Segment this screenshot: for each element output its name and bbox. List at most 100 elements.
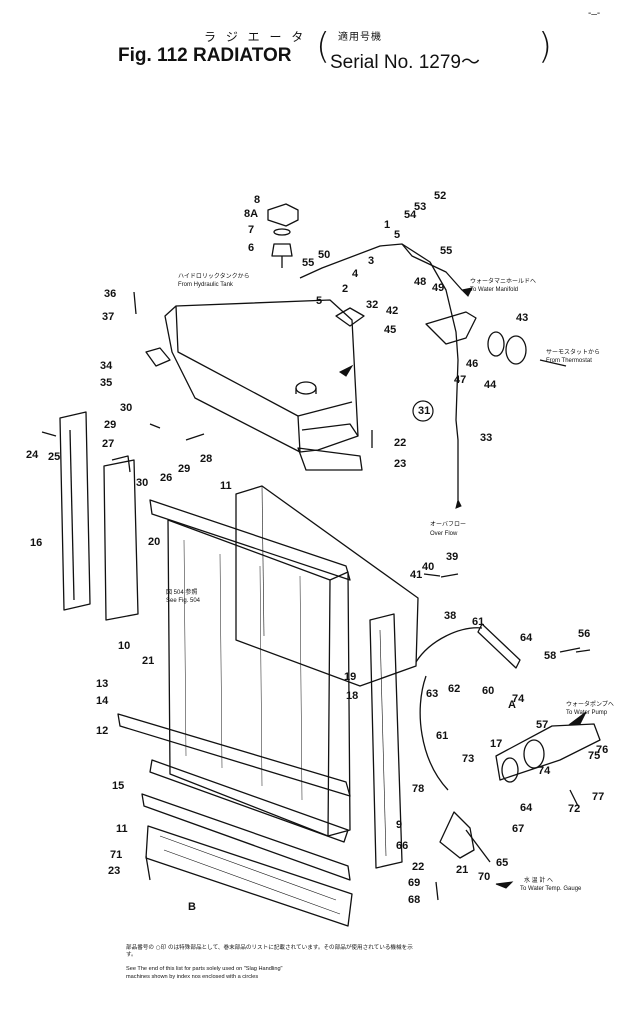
callout-66: 66 (396, 840, 408, 852)
callout-12: 12 (96, 725, 108, 737)
callout-4: 4 (352, 268, 359, 280)
callout-23: 23 (394, 458, 406, 470)
note-gauge-en: To Water Temp. Gauge (520, 886, 582, 892)
callout-65: 65 (496, 857, 508, 869)
callout-72: 72 (568, 803, 580, 815)
callout-45: 45 (384, 324, 396, 336)
callout-31: 31 (418, 405, 430, 417)
close-paren: ) (538, 26, 553, 67)
callout-26: 26 (160, 472, 172, 484)
callout-15: 15 (112, 780, 124, 792)
callout-21: 21 (142, 655, 154, 667)
callout-22: 22 (394, 437, 406, 449)
callout-34: 34 (100, 360, 113, 372)
note-manifold-jp: ウォータマニホールドへ (470, 277, 536, 285)
callout-14: 14 (96, 695, 109, 707)
callout-50: 50 (318, 249, 330, 261)
serial-japanese: 適用号機 (338, 32, 382, 43)
callout-61: 61 (436, 730, 448, 742)
callout-73: 73 (462, 753, 474, 765)
callout-54: 54 (404, 209, 417, 221)
note-manifold-en: To Water Manifold (470, 287, 518, 293)
callout-44: 44 (484, 379, 497, 391)
note-hydraulic-en: From Hydraulic Tank (178, 282, 234, 288)
footnote-english-2: machines shown by index nos enclosed wit… (126, 974, 259, 980)
callout-48: 48 (414, 276, 426, 288)
callout-2: 2 (342, 283, 348, 295)
note-thermostat-jp: サーモスタットから (546, 348, 600, 356)
callout-62: 62 (448, 683, 460, 695)
upper-hose (335, 307, 567, 367)
callout-47: 47 (454, 374, 466, 386)
callout-76: 76 (596, 744, 608, 756)
callout-37: 37 (102, 311, 114, 323)
footnote-japanese: 部品番号の ○印 のは特殊部品として、巻末部品のリストに記載されています。その部… (126, 945, 413, 958)
callout-36: 36 (104, 288, 116, 300)
callout-8A: 8A (244, 208, 258, 220)
callout-33: 33 (480, 432, 492, 444)
bottom-frames (117, 713, 353, 927)
callout-30: 30 (120, 402, 132, 414)
callout-21: 21 (456, 864, 468, 876)
callout-38: 38 (444, 610, 456, 622)
callout-19: 19 (344, 671, 356, 683)
lower-hose (415, 623, 601, 863)
note-hydraulic-jp: ハイドロリックタンクから (178, 272, 250, 280)
callout-1: 1 (384, 219, 390, 231)
callout-56: 56 (578, 628, 590, 640)
callout-41: 41 (410, 569, 422, 581)
callout-13: 13 (96, 678, 108, 690)
figure-title: Fig. 112 RADIATOR (118, 45, 292, 66)
callout-8: 8 (254, 194, 260, 206)
note-pump-jp: ウォータポンプへ (566, 700, 614, 708)
view-arrow-a: A (508, 699, 516, 711)
callout-60: 60 (482, 685, 494, 697)
callout-23: 23 (108, 865, 120, 877)
callout-3: 3 (368, 255, 374, 267)
callout-53: 53 (414, 201, 426, 213)
callout-55: 55 (302, 257, 314, 269)
callout-6: 6 (248, 242, 254, 254)
callout-63: 63 (426, 688, 438, 700)
callout-46: 46 (466, 358, 478, 370)
callout-27: 27 (102, 438, 114, 450)
circled-callout (412, 400, 434, 422)
flow-arrows (339, 287, 587, 889)
open-paren: ( (316, 26, 331, 67)
note-overflow-jp: オーバフロー (430, 521, 466, 528)
callout-64: 64 (520, 802, 533, 814)
diagram-notes: ハイドロリックタンクから From Hydraulic Tank ウォータマニホ… (166, 272, 614, 913)
callout-11: 11 (116, 823, 128, 835)
callout-40: 40 (422, 561, 434, 573)
callout-18: 18 (346, 690, 358, 702)
callout-69: 69 (408, 877, 420, 889)
callout-28: 28 (200, 453, 212, 465)
note-pump-en: To Water Pump (566, 710, 608, 716)
note-overflow-en: Over Flow (430, 531, 458, 537)
callout-5: 5 (316, 295, 322, 307)
callout-17: 17 (490, 738, 502, 750)
callout-11: 11 (220, 480, 232, 492)
callout-10: 10 (118, 640, 130, 652)
callout-78: 78 (412, 783, 424, 795)
upper-tank (145, 299, 363, 471)
corner-mark: - ̶ - (588, 8, 601, 19)
note-thermostat-en: From Thermostat (546, 358, 592, 364)
callout-67: 67 (512, 823, 524, 835)
callout-43: 43 (516, 312, 528, 324)
callout-29: 29 (178, 463, 190, 475)
callout-52: 52 (434, 190, 446, 202)
left-brace (59, 411, 91, 611)
filler-cap (267, 203, 299, 268)
callout-20: 20 (148, 536, 160, 548)
callout-58: 58 (544, 650, 556, 662)
callout-74: 74 (512, 693, 525, 705)
note-seefig-en: See Fig. 504 (166, 598, 201, 604)
callout-71: 71 (110, 849, 122, 861)
title-japanese: ラ ジ エ ー タ (204, 30, 307, 44)
overflow-pipe (299, 243, 463, 500)
view-arrow-b: B (188, 901, 196, 913)
